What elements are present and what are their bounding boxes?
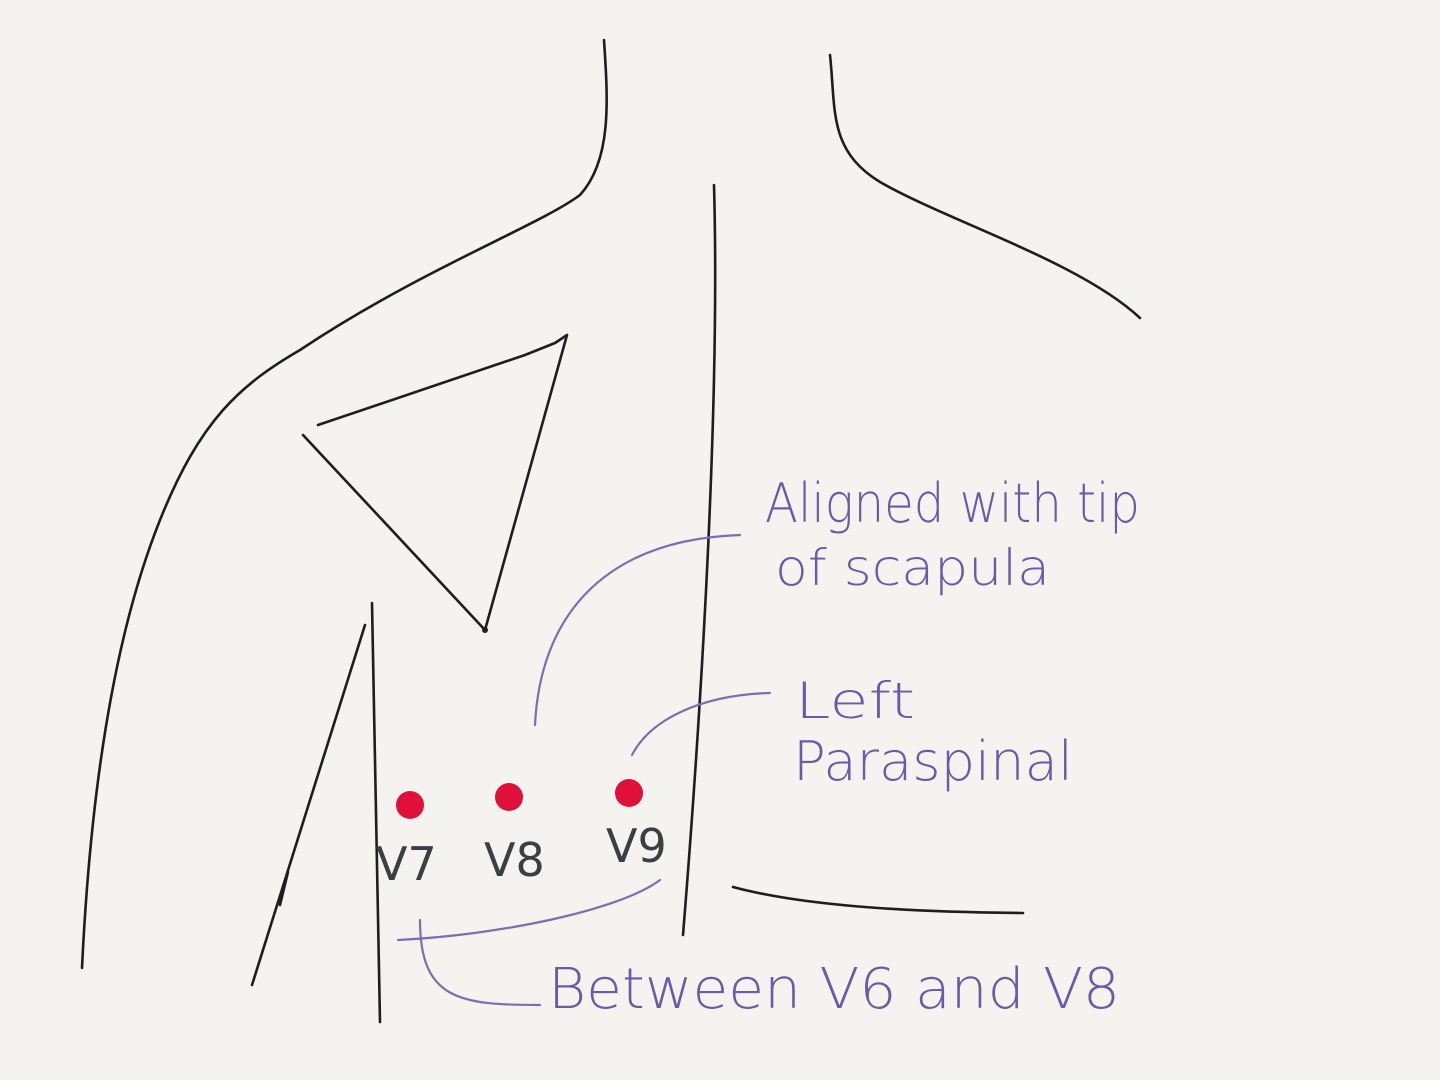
v7-bracket bbox=[396, 878, 662, 942]
between-leader bbox=[418, 918, 542, 1007]
aligned-annotation-line1: Aligned with tip bbox=[765, 472, 1140, 535]
lower-back-line bbox=[731, 885, 1025, 915]
electrode-v7 bbox=[396, 791, 424, 819]
electrode-v9 bbox=[615, 779, 643, 807]
lead-label-v8: V8 bbox=[484, 833, 545, 887]
posterior-axillary-line bbox=[370, 601, 382, 1024]
paraspinal-annotation-line1: Left bbox=[795, 672, 915, 730]
scapula-tip-point bbox=[482, 627, 488, 633]
electrode-v8 bbox=[495, 783, 523, 811]
lead-label-v7: V7 bbox=[376, 837, 437, 891]
paraspinal-annotation-line2: Paraspinal bbox=[793, 730, 1073, 793]
right-neck-shoulder-outline bbox=[828, 53, 1142, 320]
scapula-outline bbox=[301, 333, 569, 632]
paraspinal-leader bbox=[630, 691, 772, 757]
spine-line bbox=[681, 183, 717, 937]
between-annotation: Between V6 and V8 bbox=[548, 957, 1120, 1022]
lead-label-v9: V9 bbox=[606, 819, 667, 873]
left-neck-shoulder-outline bbox=[80, 38, 608, 970]
aligned-leader bbox=[533, 533, 742, 727]
arm-outline bbox=[250, 623, 367, 987]
aligned-annotation-line2: of scapula bbox=[775, 539, 1050, 597]
